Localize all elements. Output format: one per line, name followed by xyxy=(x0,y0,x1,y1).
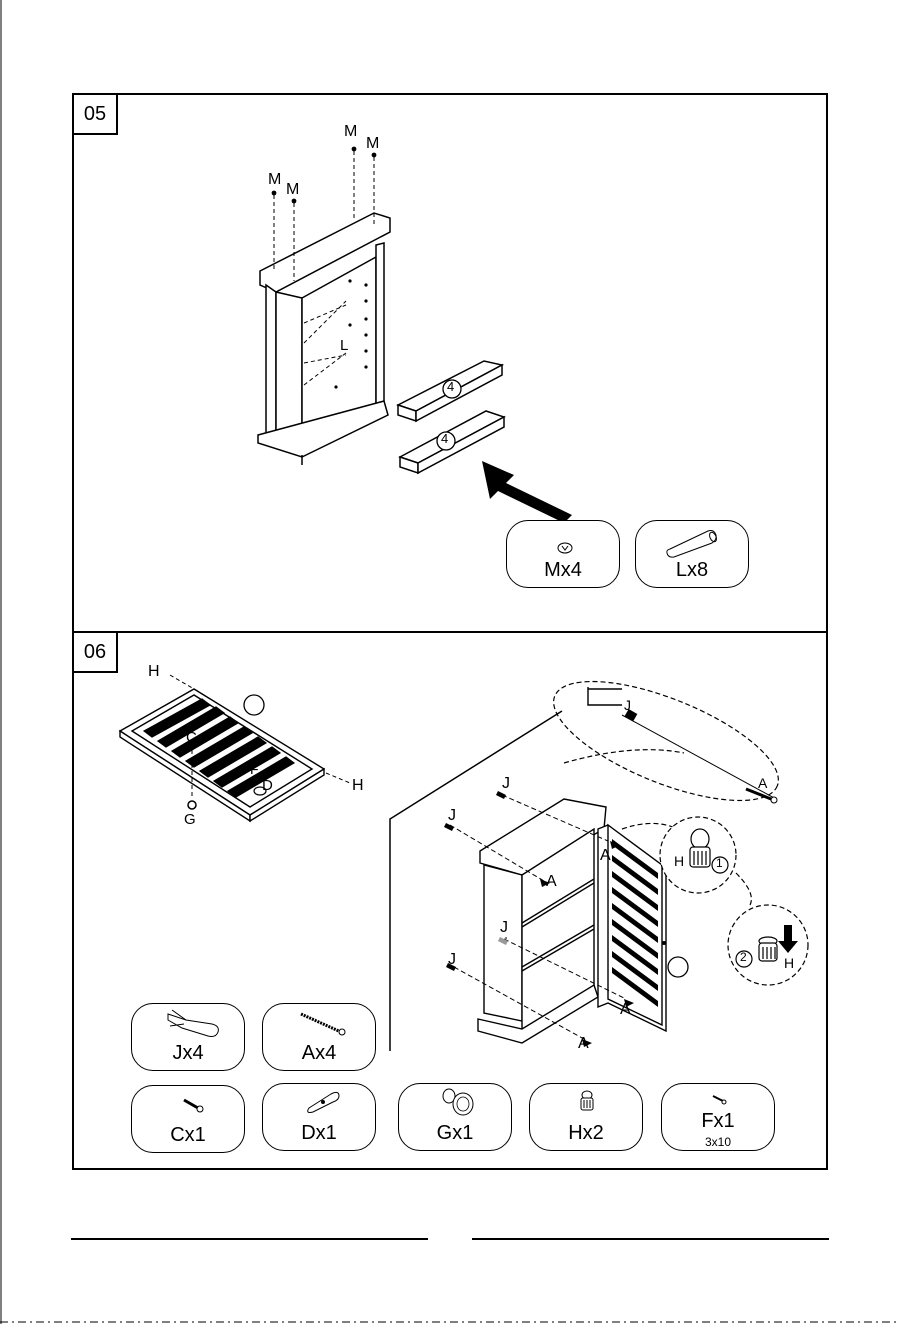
footer-rule-left xyxy=(71,1238,428,1240)
part-bubble-ax4: Ax4 xyxy=(262,1003,376,1071)
part-letter-j: J xyxy=(448,951,456,969)
part-letter-j: J xyxy=(448,807,456,825)
cam-letter-m: M xyxy=(344,123,357,141)
part-letter-d: D xyxy=(262,777,273,794)
part-letter-h: H xyxy=(674,853,684,869)
part-bubble-mx4: Mx4 xyxy=(506,520,620,588)
part-label: Fx1 xyxy=(662,1110,774,1133)
part-letter-a: A xyxy=(600,847,611,865)
cam-lock-icon xyxy=(555,541,575,555)
part-label: Lx8 xyxy=(636,559,748,582)
callout-number: 2 xyxy=(740,950,747,964)
door-callout-circle xyxy=(668,957,688,977)
step-05-panel: 05 xyxy=(72,93,828,633)
part-letter-g: G xyxy=(184,811,196,828)
wooden-dowel-icon xyxy=(664,527,724,557)
part-label: Cx1 xyxy=(132,1124,244,1147)
part-letter-h: H xyxy=(148,663,160,681)
part-letter-a: A xyxy=(620,1001,631,1019)
insert-arrow-icon xyxy=(482,461,572,523)
hinge-cup-icon xyxy=(759,937,777,961)
part-letter-a: A xyxy=(578,1035,589,1053)
wall-plug-icon xyxy=(164,1006,224,1040)
part-letter-j: J xyxy=(500,919,508,937)
cabinet-carcass xyxy=(258,213,390,465)
part-label: Mx4 xyxy=(507,559,619,582)
part-letter-j: J xyxy=(502,775,510,793)
part-letter-j: J xyxy=(624,697,631,713)
cam-letter-m: M xyxy=(268,171,281,189)
shelf-count-marker: 4 xyxy=(441,431,448,446)
part-label: Jx4 xyxy=(132,1042,244,1065)
bolt-icon xyxy=(178,1094,208,1114)
small-screw-icon xyxy=(709,1092,729,1106)
knob-icon xyxy=(439,1086,479,1118)
cabinet-assembled xyxy=(478,799,606,1043)
detail-callout-ellipse xyxy=(539,657,793,825)
part-letter-a: A xyxy=(758,775,767,791)
part-label: Ax4 xyxy=(263,1042,375,1065)
part-size: 3x10 xyxy=(662,1135,774,1149)
part-bubble-dx1: Dx1 xyxy=(262,1083,376,1151)
knob-part xyxy=(188,801,196,809)
part-letter-c: C xyxy=(186,729,197,746)
part-bubble-cx1: Cx1 xyxy=(131,1085,245,1153)
long-screw-icon xyxy=(291,1008,351,1038)
part-letter-h: H xyxy=(352,777,364,795)
part-letter-h: H xyxy=(784,955,794,971)
part-bubble-gx1: Gx1 xyxy=(398,1083,512,1151)
part-label: Gx1 xyxy=(399,1122,511,1145)
part-label: Hx2 xyxy=(530,1122,642,1145)
dowel-letter-l: L xyxy=(340,337,348,354)
part-label: Dx1 xyxy=(263,1122,375,1145)
callout-number: 1 xyxy=(716,856,723,870)
part-bubble-lx8: Lx8 xyxy=(635,520,749,588)
cam-letter-m: M xyxy=(366,135,379,153)
magnet-plate-icon xyxy=(303,1088,343,1114)
footer-rule-right xyxy=(472,1238,829,1240)
part-letter-a: A xyxy=(546,873,557,891)
cam-letter-m: M xyxy=(286,181,299,199)
hinge-cup-icon xyxy=(577,1090,597,1116)
door-callout-circle xyxy=(244,695,264,715)
part-bubble-hx2: Hx2 xyxy=(529,1083,643,1151)
hinge-cup-icon xyxy=(690,829,710,867)
step-06-panel: 06 xyxy=(72,631,828,1170)
part-bubble-fx1: Fx1 3x10 xyxy=(661,1083,775,1151)
part-letter-f: F xyxy=(250,761,259,777)
door-panel-flat xyxy=(120,689,324,821)
part-bubble-jx4: Jx4 xyxy=(131,1003,245,1071)
shelf-count-marker: 4 xyxy=(447,379,454,394)
